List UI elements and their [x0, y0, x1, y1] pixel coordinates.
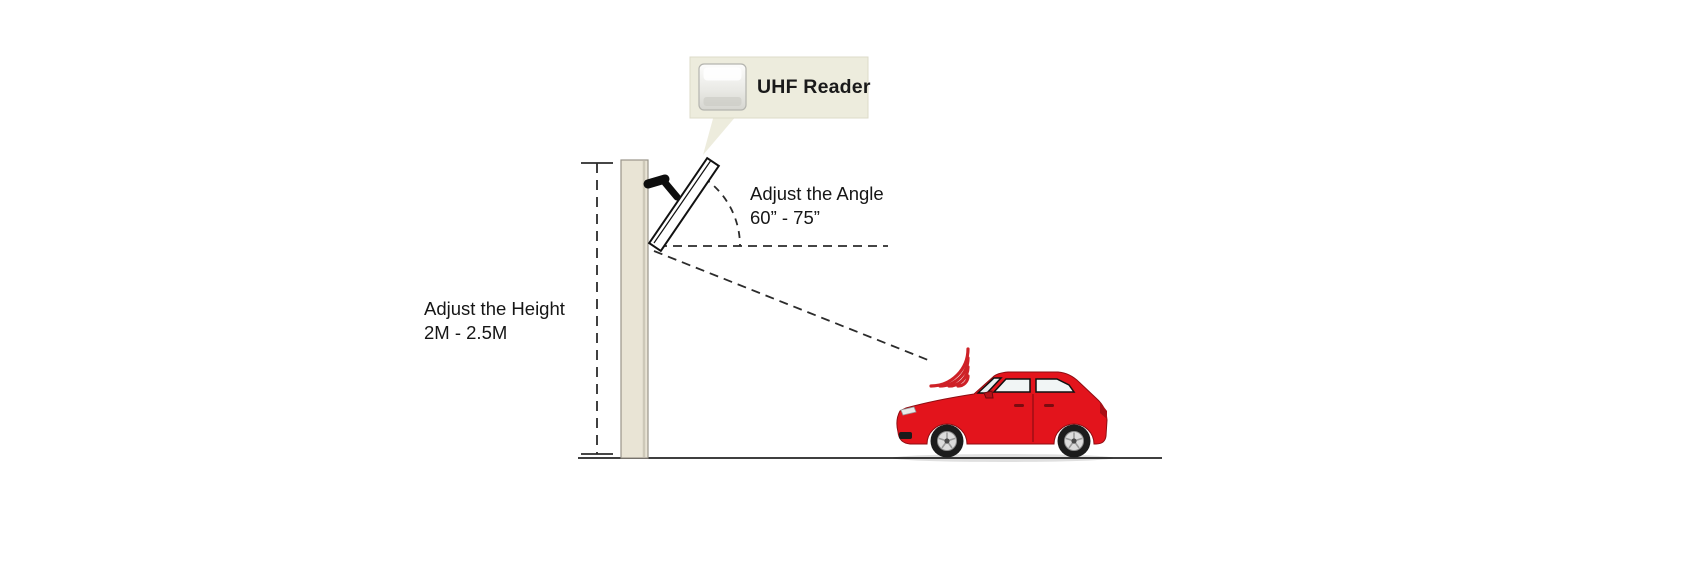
angle-annotation: Adjust the Angle 60” - 75”: [750, 182, 884, 230]
angle-arc: [703, 177, 741, 247]
callout-bubble: [689, 56, 869, 155]
uhf-reader-device-icon: [698, 63, 747, 111]
car-headlight: [900, 406, 917, 416]
car-rear-wheel: [1056, 423, 1092, 459]
height-annotation-line1: Adjust the Height: [424, 298, 565, 319]
height-measure-guide: [581, 162, 613, 455]
car-side-mirror: [983, 390, 994, 399]
rfid-wave-icon: [929, 347, 970, 388]
uhf-reader-label: UHF Reader: [757, 76, 871, 98]
car-door-handle-front: [1014, 404, 1024, 407]
car-door-handle-rear: [1044, 404, 1054, 407]
height-annotation: Adjust the Height 2M - 2.5M: [424, 297, 565, 345]
car-front-window: [992, 378, 1031, 393]
car-rear-window: [1035, 378, 1076, 393]
mounting-bracket-icon: [643, 174, 681, 201]
height-annotation-line2: 2M - 2.5M: [424, 322, 508, 343]
car-illustration: [893, 371, 1113, 462]
car-front-grille: [899, 432, 912, 439]
angle-annotation-line2: 60” - 75”: [750, 207, 820, 228]
car-front-wheel: [929, 423, 965, 459]
antenna-panel-inner-line: [653, 160, 711, 244]
antenna-panel: [647, 156, 721, 253]
car-taillight: [1100, 402, 1107, 419]
beam-dashed-line: [653, 250, 929, 361]
callout-bubble-tail: [703, 115, 737, 155]
angle-annotation-line1: Adjust the Angle: [750, 183, 884, 204]
